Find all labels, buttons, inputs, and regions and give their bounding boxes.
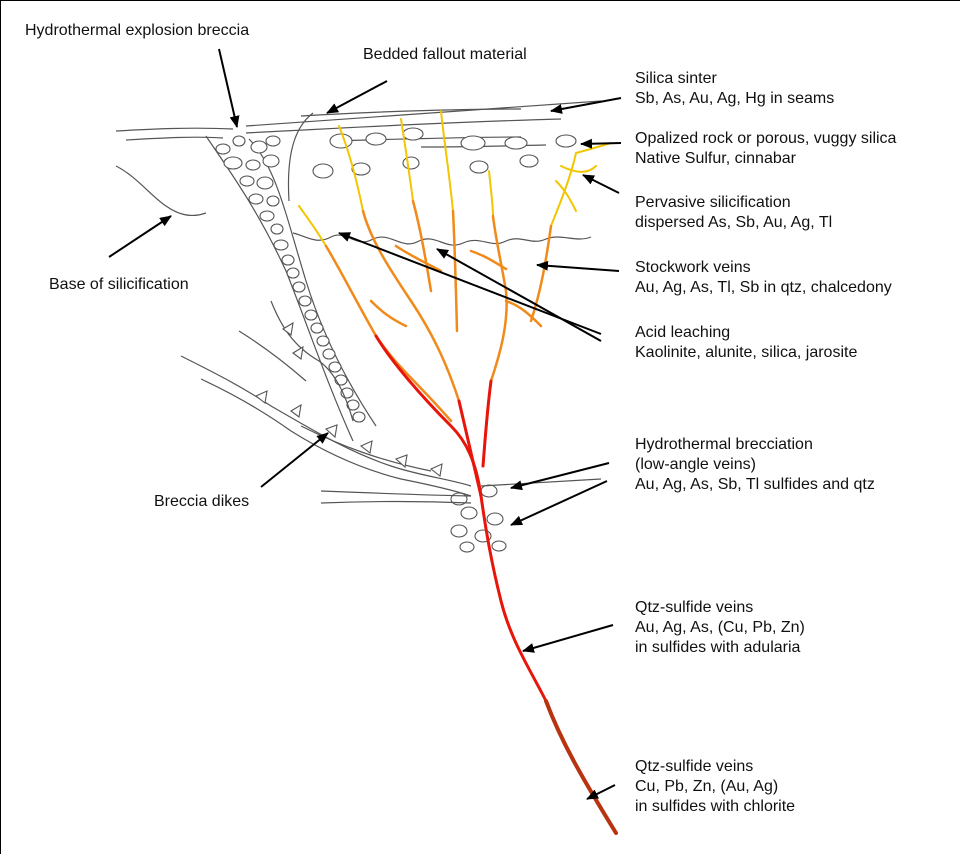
arrow-acid-leaching-2 xyxy=(437,249,601,341)
label-sinter: Silica sinter Sb, As, Au, Ag, Hg in seam… xyxy=(635,69,834,109)
arrow-opalized xyxy=(581,143,621,144)
label-opalized: Opalized rock or porous, vuggy silica Na… xyxy=(635,129,896,169)
vein-system xyxy=(299,111,616,833)
label-fallout: Bedded fallout material xyxy=(363,45,527,65)
arrow-silicification xyxy=(583,175,619,193)
label-line: Breccia dikes xyxy=(154,492,249,512)
label-base-silicification: Base of silicification xyxy=(49,275,189,295)
arrow-breccia-dikes xyxy=(261,433,328,487)
label-qtz-sulfide-2: Qtz-sulfide veins Cu, Pb, Zn, (Au, Ag) i… xyxy=(635,757,795,817)
label-line: Native Sulfur, cinnabar xyxy=(635,149,896,169)
label-silicification: Pervasive silicification dispersed As, S… xyxy=(635,193,832,233)
breccia-dike-triangles xyxy=(256,323,442,476)
label-line: dispersed As, Sb, Au, Ag, Tl xyxy=(635,213,832,233)
label-line: in sulfides with adularia xyxy=(635,638,805,658)
label-line: Cu, Pb, Zn, (Au, Ag) xyxy=(635,777,795,797)
label-line: Au, Ag, As, (Cu, Pb, Zn) xyxy=(635,618,805,638)
label-qtz-sulfide-1: Qtz-sulfide veins Au, Ag, As, (Cu, Pb, Z… xyxy=(635,598,805,658)
label-breccia-dikes: Breccia dikes xyxy=(154,492,249,512)
label-stockwork: Stockwork veins Au, Ag, As, Tl, Sb in qt… xyxy=(635,258,892,298)
arrow-base-silicification xyxy=(109,216,171,257)
label-arrows xyxy=(109,49,621,799)
label-explosion-breccia: Hydrothermal explosion breccia xyxy=(25,21,249,41)
arrow-stockwork xyxy=(537,265,619,271)
arrow-fallout xyxy=(327,81,387,113)
arrow-brecciation-1 xyxy=(511,463,609,488)
label-line: Qtz-sulfide veins xyxy=(635,598,805,618)
arrow-qtz-sulfide-1 xyxy=(523,625,613,651)
arrow-brecciation-2 xyxy=(511,481,607,525)
label-brecciation: Hydrothermal brecciation (low-angle vein… xyxy=(635,435,875,495)
label-line: Au, Ag, As, Sb, Tl sulfides and qtz xyxy=(635,475,875,495)
label-line: Acid leaching xyxy=(635,323,857,343)
label-line: Opalized rock or porous, vuggy silica xyxy=(635,129,896,149)
label-line: Hydrothermal brecciation xyxy=(635,435,875,455)
base-of-silicification-line xyxy=(116,166,591,245)
breccia-dikes xyxy=(181,301,601,503)
label-line: Kaolinite, alunite, silica, jarosite xyxy=(635,343,857,363)
label-line: Bedded fallout material xyxy=(363,45,527,65)
label-line: Silica sinter xyxy=(635,69,834,89)
bedded-layers xyxy=(116,101,601,147)
arrow-sinter xyxy=(551,98,621,111)
label-line: Qtz-sulfide veins xyxy=(635,757,795,777)
label-acid-leaching: Acid leaching Kaolinite, alunite, silica… xyxy=(635,323,857,363)
arrow-explosion-breccia xyxy=(219,49,237,127)
label-line: Au, Ag, As, Tl, Sb in qtz, chalcedony xyxy=(635,278,892,298)
label-line: Sb, As, Au, Ag, Hg in seams xyxy=(635,89,834,109)
label-line: Pervasive silicification xyxy=(635,193,832,213)
label-line: in sulfides with chlorite xyxy=(635,797,795,817)
label-line: Hydrothermal explosion breccia xyxy=(25,21,249,41)
label-line: Base of silicification xyxy=(49,275,189,295)
label-line: Stockwork veins xyxy=(635,258,892,278)
breccia-clasts xyxy=(216,128,576,552)
label-line: (low-angle veins) xyxy=(635,455,875,475)
